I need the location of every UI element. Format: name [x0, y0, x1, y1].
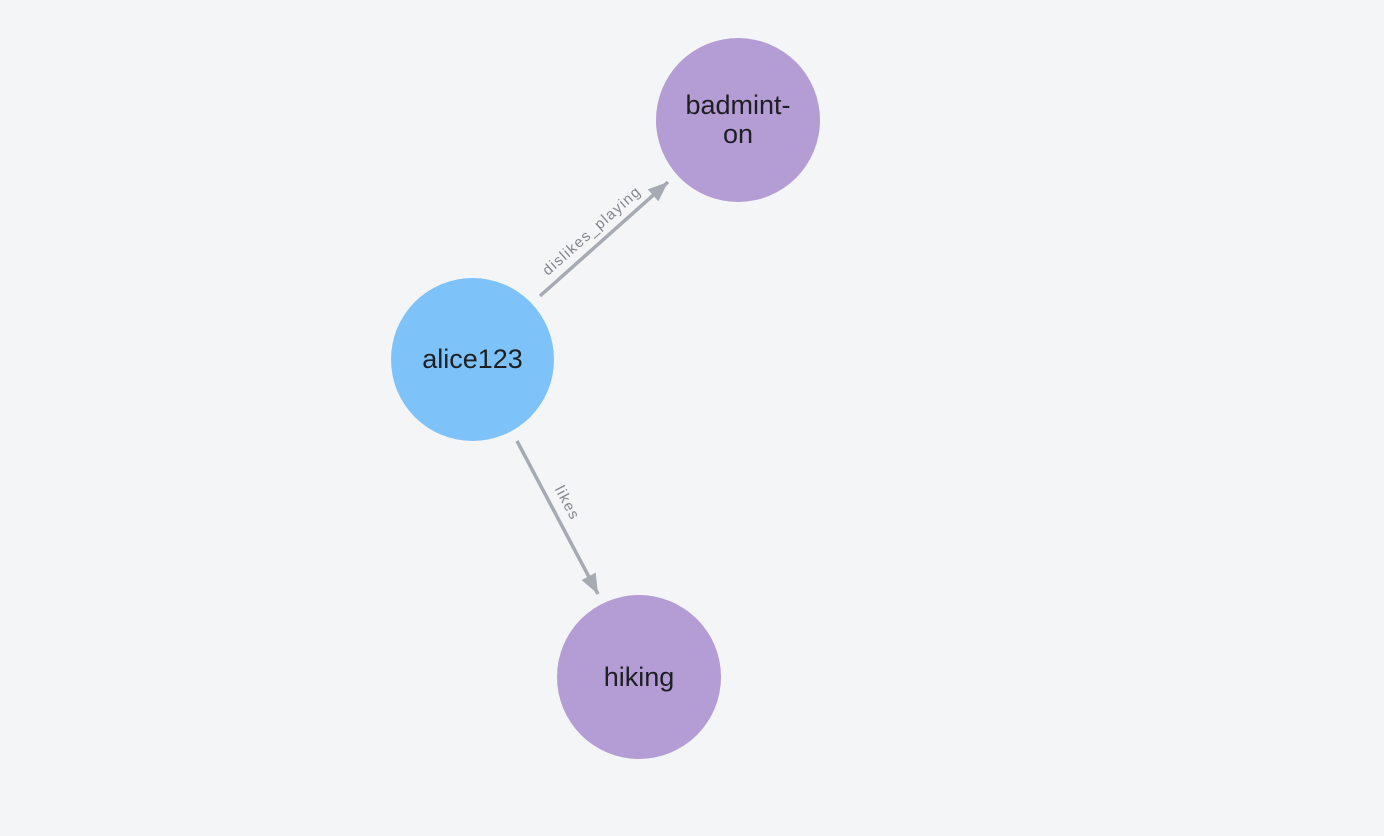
- node-badminton[interactable]: badmint- on: [656, 38, 820, 202]
- edge-dislikes-playing[interactable]: [538, 180, 670, 298]
- node-alice123[interactable]: alice123: [391, 278, 554, 441]
- edge-likes[interactable]: [515, 440, 600, 595]
- node-hiking[interactable]: hiking: [557, 595, 721, 759]
- edge-label-dislikes-playing: dislikes_playing: [539, 182, 645, 280]
